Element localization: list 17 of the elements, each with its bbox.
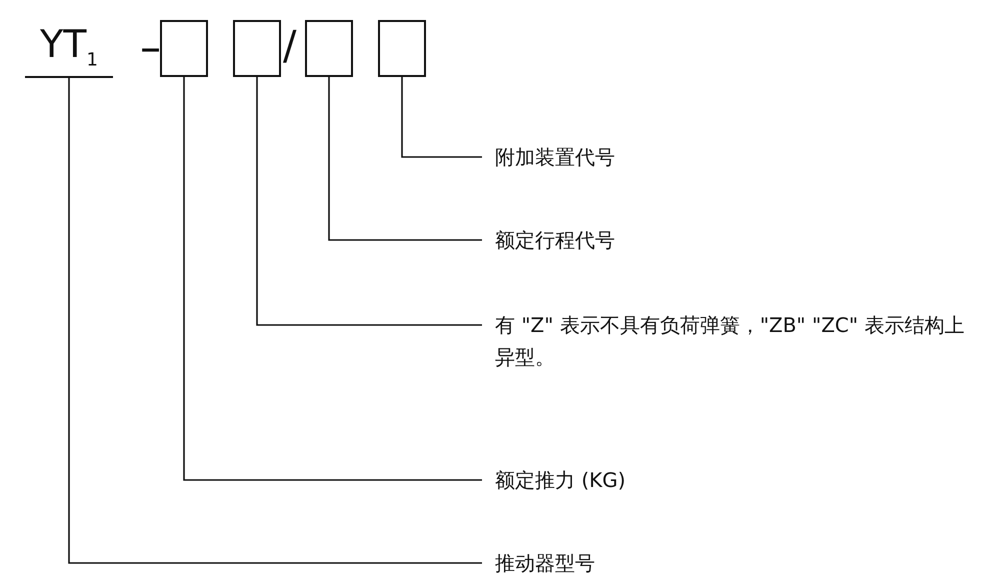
- blank-code-box: [378, 20, 426, 77]
- blank-code-box: [233, 20, 281, 77]
- leader-line: [183, 77, 482, 481]
- description-text: 附加装置代号: [495, 145, 615, 169]
- description-text: 推动器型号: [495, 551, 595, 575]
- description-text: 额定推力 (KG): [495, 468, 626, 492]
- dash-sign: -: [139, 28, 162, 68]
- leader-line: [256, 77, 482, 326]
- blank-code-box: [160, 20, 208, 77]
- leader-line: [328, 77, 482, 241]
- description-text: 额定行程代号: [495, 228, 615, 252]
- leader-line: [68, 78, 482, 564]
- blank-code-box: [305, 20, 353, 77]
- slash-sign: /: [283, 26, 296, 66]
- description-text: 有 "Z" 表示不具有负荷弹簧，"ZB" "ZC" 表示结构上异型。: [495, 313, 964, 369]
- leader-line: [401, 77, 482, 158]
- model-code-text: YT$_{1}$: [25, 22, 113, 78]
